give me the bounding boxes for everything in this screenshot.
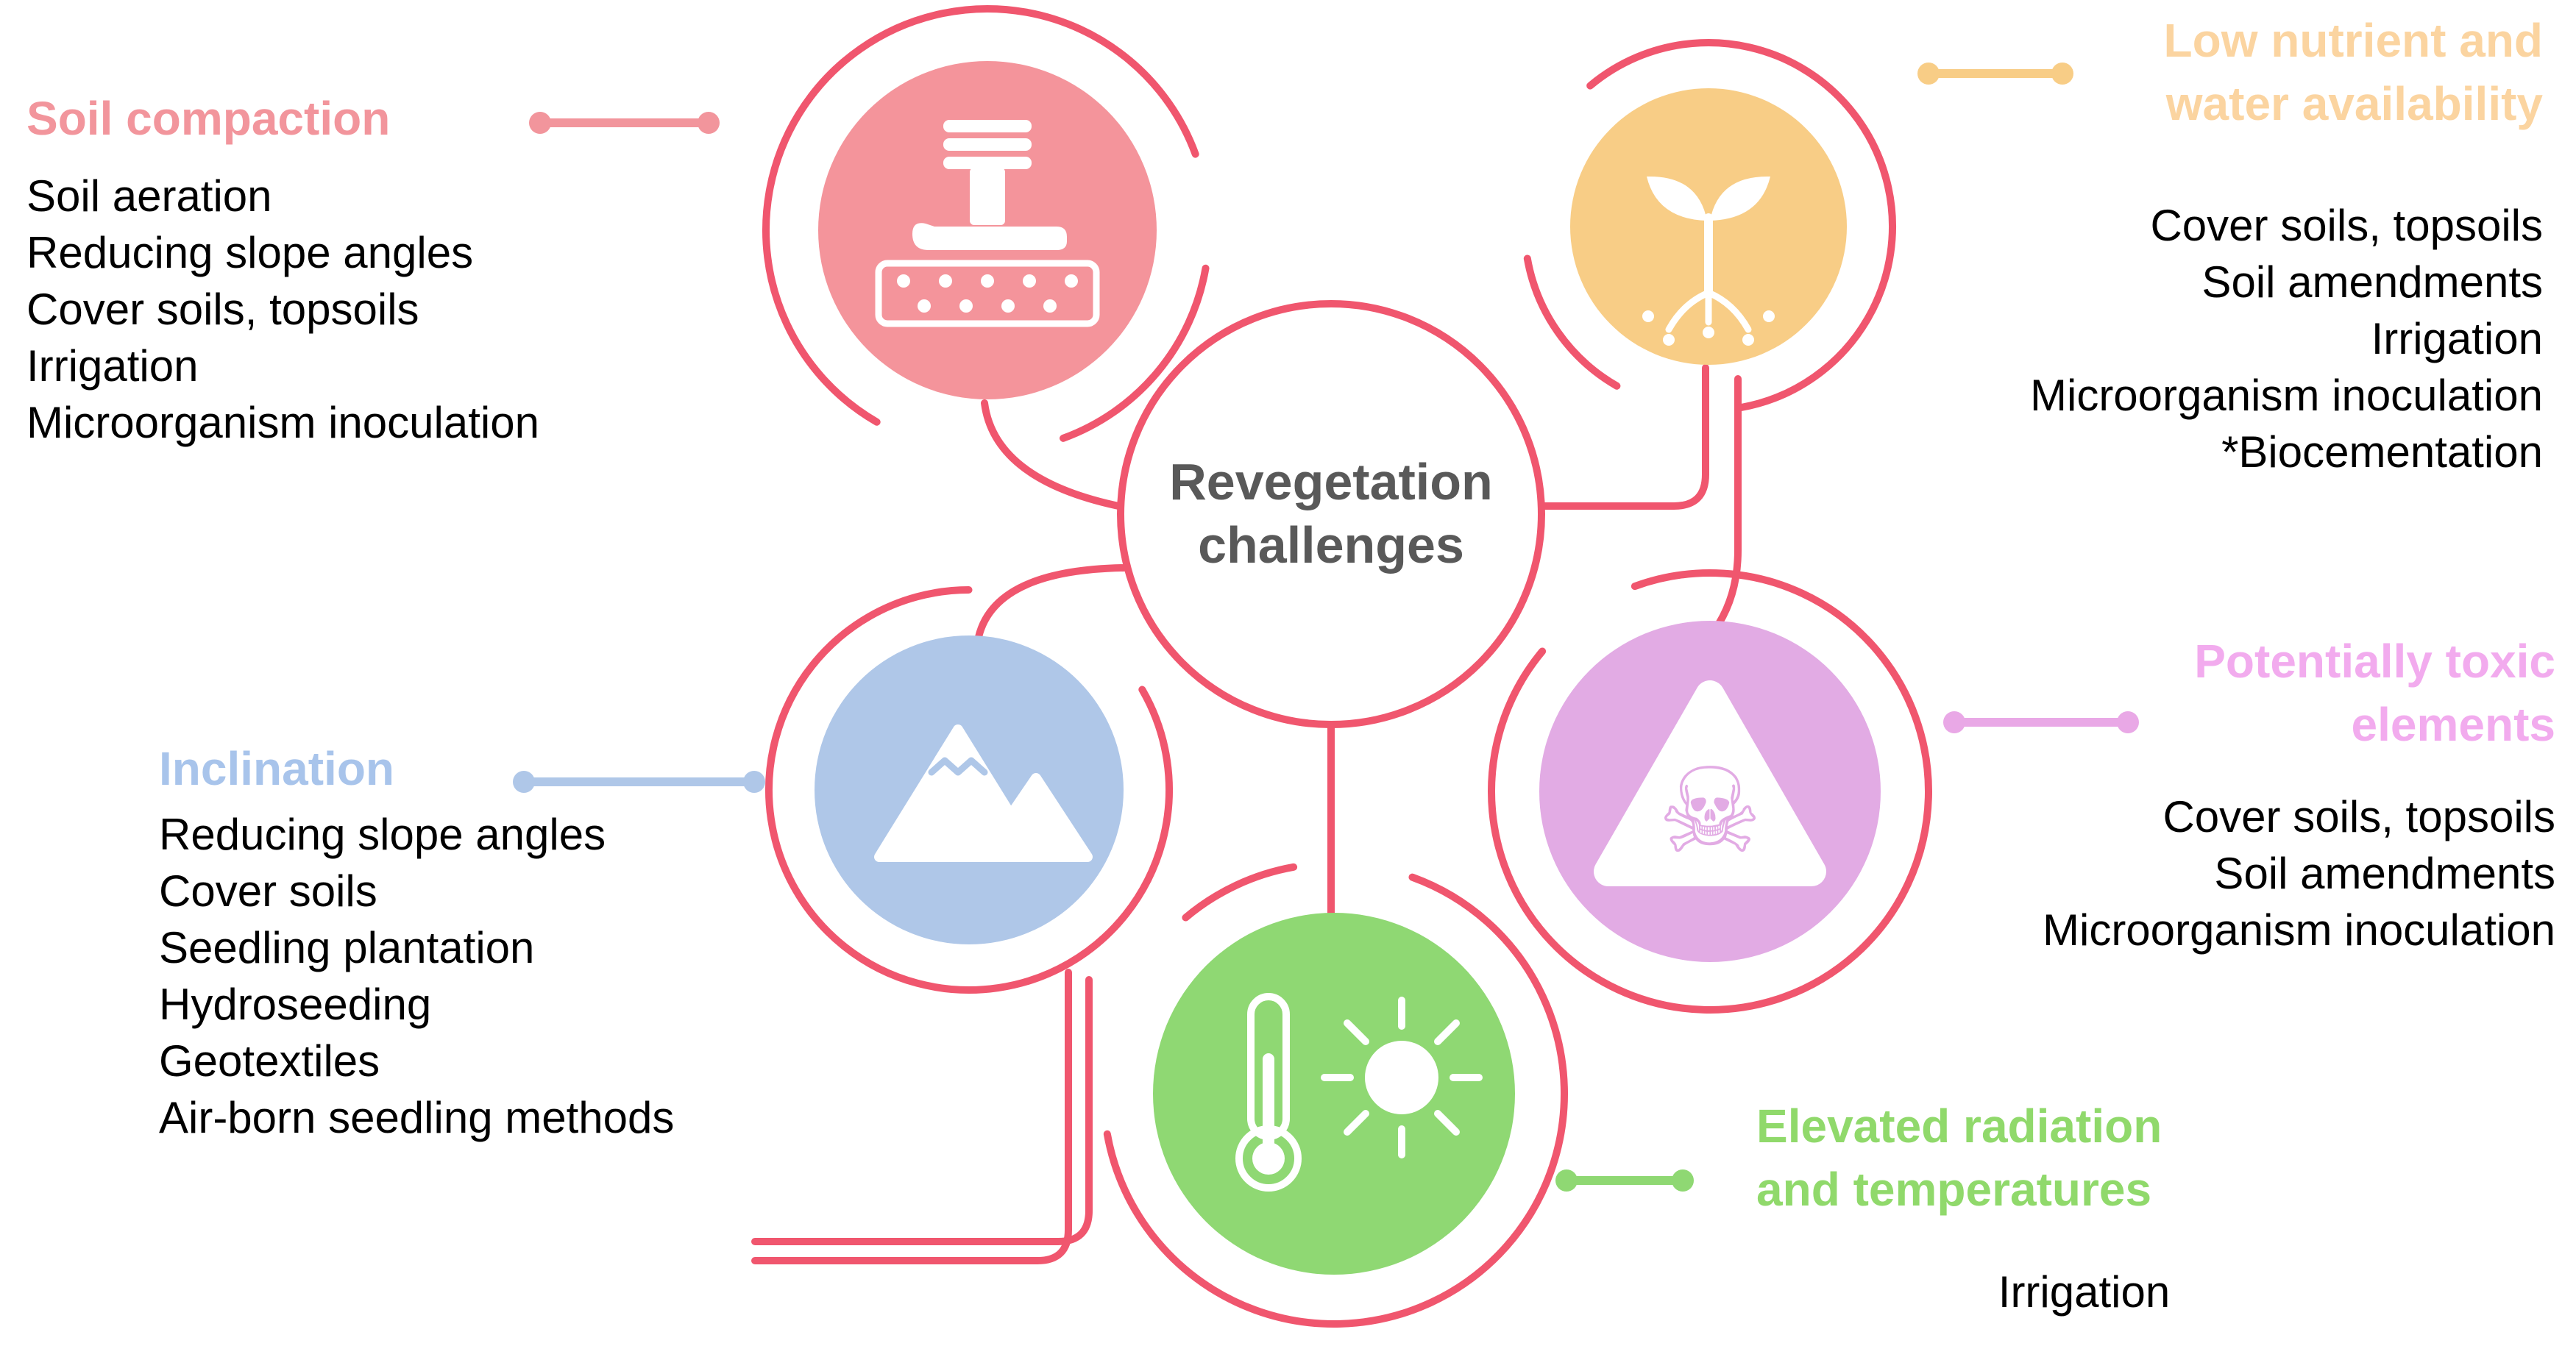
list-item: Microorganism inoculation: [2043, 905, 2555, 955]
center-circle: [1117, 300, 1545, 728]
list-item: Air-born seedling methods: [159, 1093, 675, 1142]
topic-title-inclination: Inclination: [159, 742, 394, 795]
diagram-center-title: Revegetation challenges: [1169, 453, 1493, 574]
topic-title-radiation: Elevated radiation and temperatures: [1756, 1100, 2162, 1216]
list-item: Irrigation: [26, 341, 199, 391]
label-connectors: [513, 63, 2139, 1192]
connector-blue-to-center: [975, 564, 1128, 641]
mountains-icon: [874, 724, 1093, 862]
list-item: Soil aeration: [26, 171, 272, 221]
ring-toxic: [1488, 569, 1932, 1014]
list-item: Reducing slope angles: [159, 810, 606, 859]
list-item: Irrigation: [2371, 314, 2543, 363]
list-item: Geotextiles: [159, 1036, 380, 1086]
connector-bottom-left-inner: [751, 969, 1072, 1264]
ring-inclination: [765, 586, 1173, 994]
list-item: Cover soils: [159, 866, 377, 916]
ring-soil-compaction: [762, 5, 1213, 455]
connector-yellow-to-center: [1540, 364, 1709, 510]
topic-title-nutrient: Low nutrient and water availability: [2163, 14, 2544, 130]
list-item: Reducing slope angles: [26, 228, 474, 277]
connector-lines: [751, 364, 1742, 1264]
toxic-warning-icon: ☠: [1594, 680, 1826, 886]
seedling-roots-icon: [1642, 176, 1775, 346]
toxic-label-connector: [1943, 711, 2139, 733]
list-item: Soil amendments: [2214, 849, 2555, 898]
radiation-label-connector: [1555, 1169, 1694, 1192]
thermometer-sun-icon: [1235, 993, 1483, 1192]
radiation-circle: [1153, 913, 1515, 1275]
list-item: Cover soils, topsoils: [26, 285, 419, 334]
list-item: Soil amendments: [2201, 257, 2543, 307]
soil-compaction-label-connector: [529, 112, 720, 134]
list-item: Microorganism inoculation: [26, 398, 539, 447]
decorative-rings: [762, 5, 1932, 1328]
topic-title-soil-compaction: Soil compaction: [26, 92, 391, 145]
soil-compactor-icon: [875, 120, 1100, 327]
topic-items-radiation: Irrigation: [1913, 1267, 2255, 1317]
topic-title-toxic: Potentially toxic elements: [2194, 635, 2555, 751]
inclination-label-connector: [513, 771, 765, 793]
list-item: Microorganism inoculation: [2030, 371, 2543, 420]
list-item: Cover soils, topsoils: [2150, 201, 2543, 250]
list-item: Cover soils, topsoils: [2162, 792, 2555, 841]
list-item: Hydroseeding: [159, 980, 432, 1029]
ring-radiation: [1100, 860, 1568, 1328]
list-item: *Biocementation: [2221, 427, 2543, 477]
connector-pink-to-center: [981, 399, 1129, 511]
list-item: Seedling plantation: [159, 923, 535, 972]
list-item: Irrigation: [1998, 1267, 2171, 1317]
connector-bottom-left-outer: [751, 976, 1093, 1245]
connector-yellow-to-purple: [1715, 375, 1742, 627]
nutrient-label-connector: [1917, 63, 2073, 85]
skull-icon: ☠: [1657, 742, 1762, 880]
ring-nutrient: [1521, 39, 1896, 414]
